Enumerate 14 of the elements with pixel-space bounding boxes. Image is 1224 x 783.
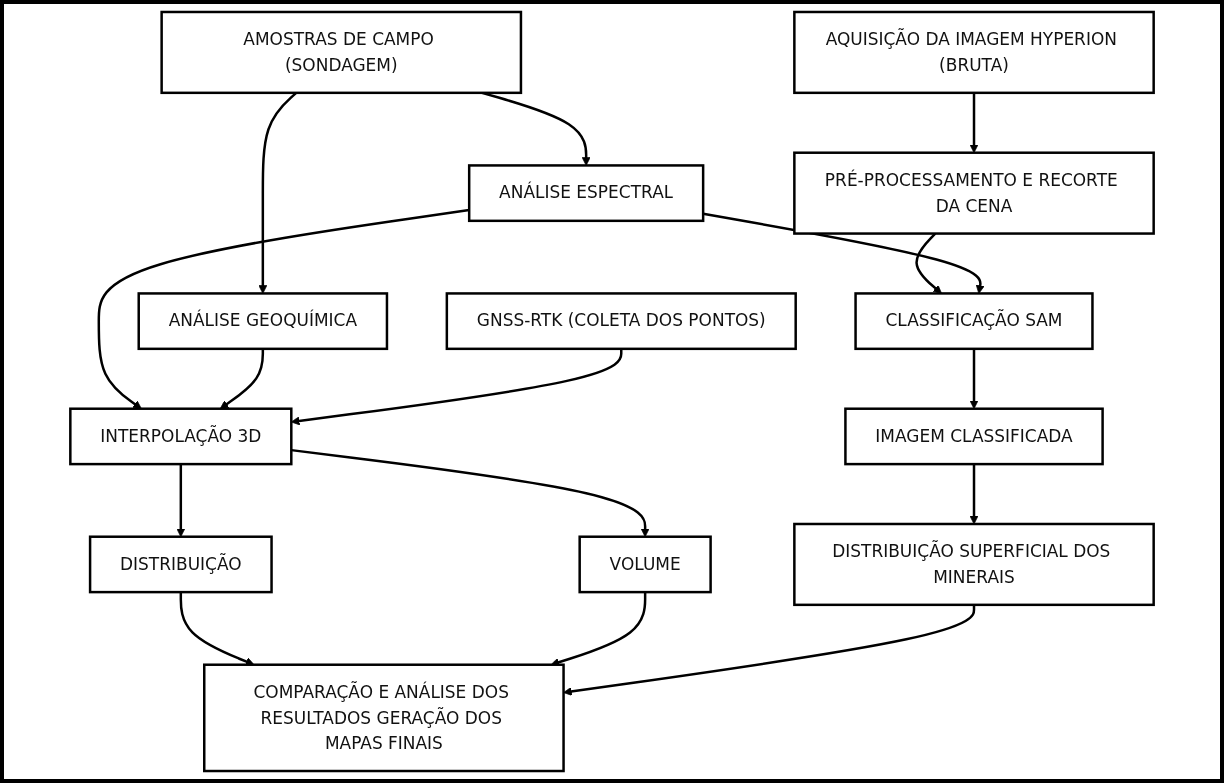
arrow (563, 604, 976, 696)
node-box: GNSS-RTK (COLETA DOS PONTOS) (445, 292, 797, 351)
node-box: ANÁLISE ESPECTRAL (467, 164, 705, 223)
node-box: DISTRIBUIÇÃO SUPERFICIAL DOS MINERAIS (793, 522, 1155, 607)
node-box: AQUISIÇÃO DA IMAGEM HYPERION (BRUTA) (793, 10, 1155, 95)
node-box: ANÁLISE GEOQUÍMICA (137, 292, 389, 351)
node-box: INTERPOLAÇÃO 3D (69, 407, 293, 466)
node-box: AMOSTRAS DE CAMPO (SONDAGEM) (160, 10, 523, 95)
node-box: IMAGEM CLASSIFICADA (844, 407, 1104, 466)
node-box: VOLUME (578, 535, 712, 594)
node-box: PRÉ-PROCESSAMENTO E RECORTE DA CENA (793, 151, 1155, 235)
node-box: DISTRIBUIÇÃO (88, 535, 273, 594)
node-box: COMPARAÇÃO E ANÁLISE DOS RESULTADOS GERAÇÃO DOS MAPAS FINAIS (203, 663, 565, 773)
node-box: CLASSIFICAÇÃO SAM (854, 292, 1094, 351)
